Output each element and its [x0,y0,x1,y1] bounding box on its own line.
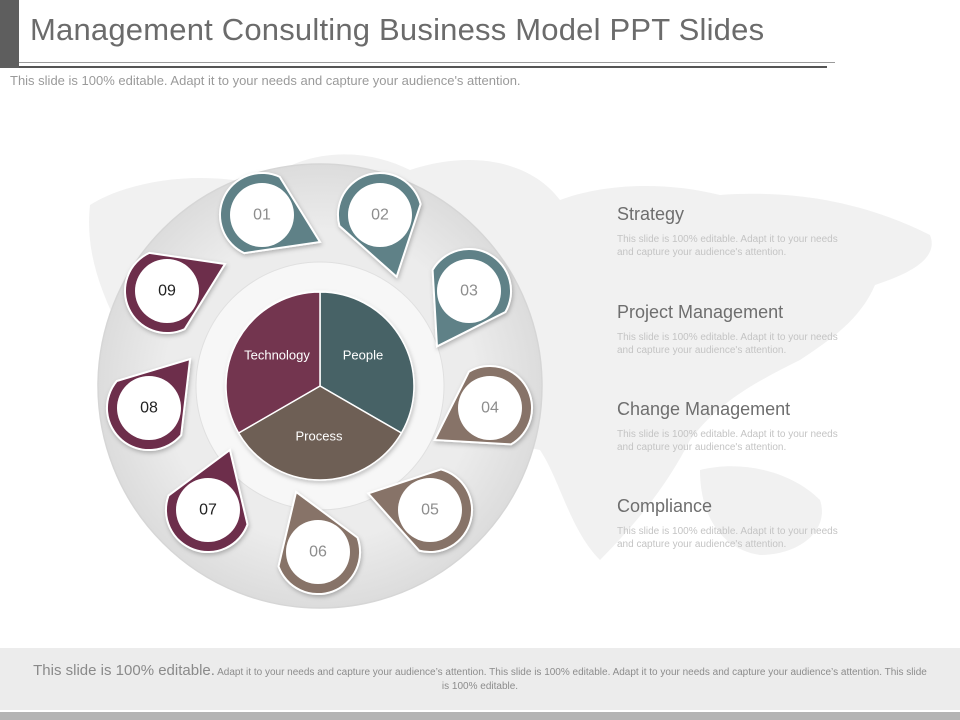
marker-08[interactable] [106,357,192,452]
footer-text: This slide is 100% editable. Adapt it to… [30,662,930,694]
consulting-model-diagram: People Process Technology 01 02 03 04 05 06 07… [89,154,932,609]
segment-label-people: People [343,348,383,363]
segment-process[interactable] [237,385,403,481]
segment-technology[interactable] [225,291,321,435]
marker-number: 08 [140,400,158,417]
item-heading: Project Management [617,302,784,322]
title-accent-bar [0,0,19,68]
title-bar: Management Consulting Business Model PPT… [0,0,836,68]
item-project-management: Project Management This slide is 100% ed… [617,302,867,357]
marker-02[interactable] [336,172,422,279]
footer-lead: This slide is 100% editable. [33,662,215,679]
marker-number: 06 [309,544,327,561]
marker-number: 01 [253,207,271,224]
marker-09[interactable] [123,251,227,334]
bottom-band [0,712,960,720]
marker-01[interactable] [218,172,322,255]
marker-07[interactable] [164,448,249,554]
item-strategy: Strategy This slide is 100% editable. Ad… [617,204,867,259]
item-body: This slide is 100% editable. Adapt it to… [617,234,838,258]
item-compliance: Compliance This slide is 100% editable. … [617,496,867,551]
marker-04[interactable] [433,364,533,446]
marker-face [135,259,199,323]
segment-people[interactable] [319,291,415,435]
marker-face [458,376,522,440]
item-heading: Change Management [617,399,791,419]
marker-03[interactable] [431,248,513,348]
center-pie [225,291,415,481]
marker-face [398,478,462,542]
slide-subtitle: This slide is 100% editable. Adapt it to… [10,73,521,88]
marker-face [437,259,501,323]
item-heading: Strategy [617,204,685,224]
marker-face [176,478,240,542]
marker-face [348,183,412,247]
marker-face [230,183,294,247]
title-underline [19,62,835,63]
item-body: This slide is 100% editable. Adapt it to… [617,332,838,356]
marker-number: 02 [371,207,389,224]
marker-number: 04 [481,400,499,417]
marker-number: 05 [421,502,439,519]
numbered-markers: 01 02 03 04 05 06 07 08 09 [106,172,533,596]
item-heading: Compliance [617,496,713,516]
title-underline-thick [19,66,827,68]
segment-label-technology: Technology [244,348,310,363]
footer-band: This slide is 100% editable. Adapt it to… [0,648,960,710]
item-change-management: Change Management This slide is 100% edi… [617,399,867,454]
slide-title: Management Consulting Business Model PPT… [30,12,765,47]
marker-05[interactable] [366,468,473,554]
footer-body: Adapt it to your needs and capture your … [214,667,927,692]
marker-face [117,376,181,440]
segment-label-process: Process [296,429,343,444]
item-body: This slide is 100% editable. Adapt it to… [617,526,838,550]
item-body: This slide is 100% editable. Adapt it to… [617,429,838,453]
marker-face [286,520,350,584]
marker-number: 03 [460,283,478,300]
marker-number: 09 [158,283,176,300]
marker-06[interactable] [277,490,362,596]
marker-number: 07 [199,502,217,519]
